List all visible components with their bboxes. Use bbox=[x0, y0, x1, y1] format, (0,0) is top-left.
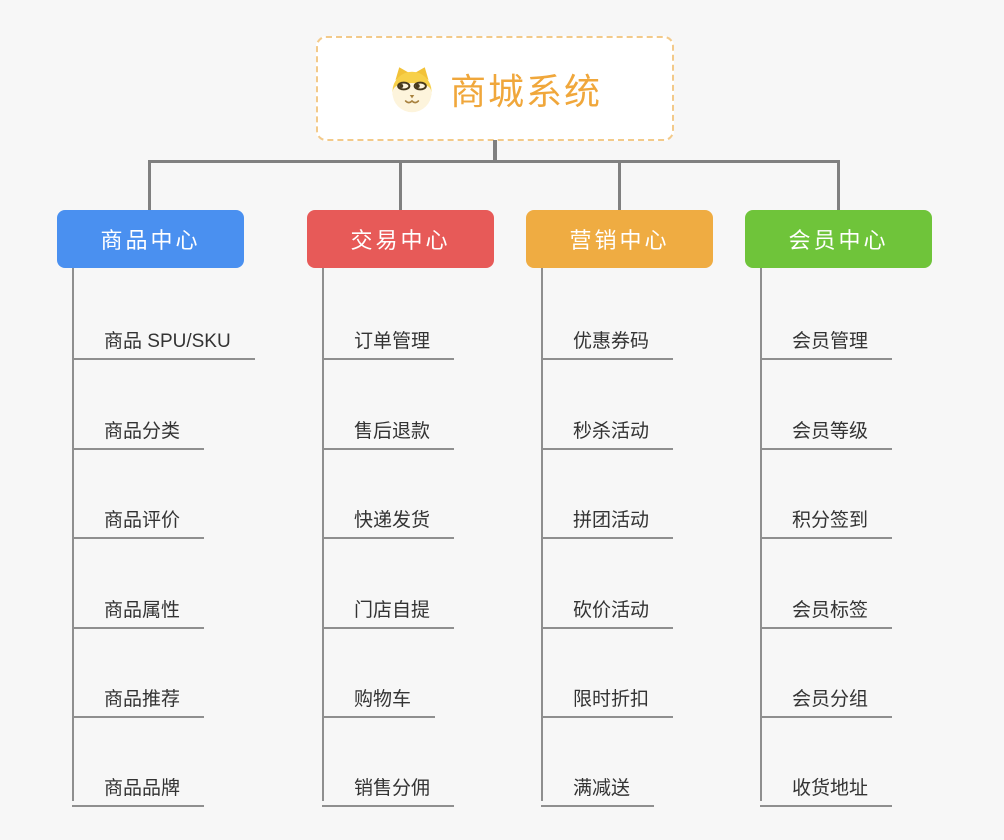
leaf-node[interactable]: 会员等级 bbox=[760, 401, 893, 450]
leaf-node[interactable]: 快递发货 bbox=[322, 490, 455, 539]
leaf-node[interactable]: 购物车 bbox=[322, 669, 436, 718]
leaf-node[interactable]: 商品推荐 bbox=[72, 669, 205, 718]
root-node-mall-system[interactable]: 商城系统 bbox=[316, 36, 674, 141]
connector-drop-member bbox=[837, 160, 840, 210]
category-label: 商品中心 bbox=[100, 228, 201, 253]
leaf-node[interactable]: 售后退款 bbox=[322, 401, 455, 450]
leaf-node[interactable]: 商品 SPU/SKU bbox=[72, 311, 255, 360]
connector-horizontal-bar bbox=[148, 160, 839, 163]
branch-column-marketing: 优惠券码 秒杀活动 拼团活动 砍价活动 限时折扣 满减送 bbox=[541, 268, 791, 807]
leaf-node[interactable]: 会员标签 bbox=[760, 580, 893, 629]
connector-drop-product bbox=[148, 160, 151, 210]
leaf-node[interactable]: 订单管理 bbox=[322, 311, 455, 360]
leaf-node[interactable]: 收货地址 bbox=[760, 758, 893, 807]
leaf-node[interactable]: 商品分类 bbox=[72, 401, 205, 450]
leaf-node[interactable]: 门店自提 bbox=[322, 580, 455, 629]
connector-root-trunk bbox=[493, 140, 497, 162]
leaf-node[interactable]: 满减送 bbox=[541, 758, 655, 807]
category-label: 交易中心 bbox=[350, 228, 451, 253]
leaf-node[interactable]: 销售分佣 bbox=[322, 758, 455, 807]
category-label: 营销中心 bbox=[569, 228, 670, 253]
leaf-node[interactable]: 积分签到 bbox=[760, 490, 893, 539]
root-title: 商城系统 bbox=[449, 70, 602, 112]
category-node-trade-center[interactable]: 交易中心 bbox=[307, 210, 494, 268]
branch-column-product: 商品 SPU/SKU 商品分类 商品评价 商品属性 商品推荐 商品品牌 bbox=[72, 268, 322, 807]
leaf-node[interactable]: 砍价活动 bbox=[541, 580, 674, 629]
connector-drop-marketing bbox=[618, 160, 621, 210]
doge-icon bbox=[388, 65, 436, 113]
leaf-node[interactable]: 商品评价 bbox=[72, 490, 205, 539]
category-node-marketing-center[interactable]: 营销中心 bbox=[526, 210, 713, 268]
leaf-node[interactable]: 秒杀活动 bbox=[541, 401, 674, 450]
category-label: 会员中心 bbox=[788, 228, 889, 253]
category-node-member-center[interactable]: 会员中心 bbox=[745, 210, 932, 268]
leaf-node[interactable]: 拼团活动 bbox=[541, 490, 674, 539]
branch-column-member: 会员管理 会员等级 积分签到 会员标签 会员分组 收货地址 bbox=[760, 268, 1004, 807]
leaf-node[interactable]: 会员管理 bbox=[760, 311, 893, 360]
leaf-node[interactable]: 会员分组 bbox=[760, 669, 893, 718]
branch-column-trade: 订单管理 售后退款 快递发货 门店自提 购物车 销售分佣 bbox=[322, 268, 572, 807]
leaf-node[interactable]: 限时折扣 bbox=[541, 669, 674, 718]
leaf-node[interactable]: 优惠券码 bbox=[541, 311, 674, 360]
leaf-node[interactable]: 商品属性 bbox=[72, 580, 205, 629]
connector-drop-trade bbox=[399, 160, 402, 210]
category-node-product-center[interactable]: 商品中心 bbox=[57, 210, 244, 268]
leaf-node[interactable]: 商品品牌 bbox=[72, 758, 205, 807]
